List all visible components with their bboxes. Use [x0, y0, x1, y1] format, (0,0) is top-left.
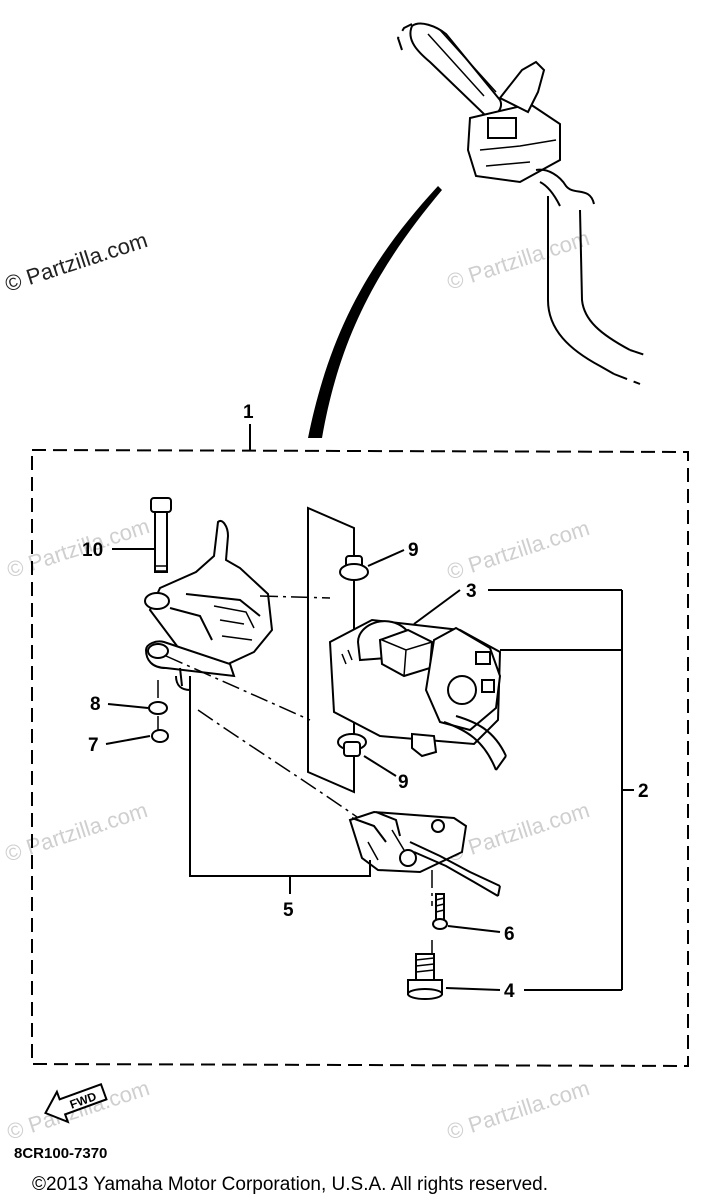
- watermark: © Partzilla.com: [4, 513, 153, 583]
- assembly-boundary: [31, 448, 689, 1068]
- handlebar-illustration: [396, 22, 649, 385]
- callout-7: 7: [88, 735, 99, 756]
- callout-leader-9a: [367, 549, 405, 567]
- callout-9-bottom: 9: [398, 772, 409, 793]
- callout-bracket-2: [500, 590, 623, 990]
- watermark: © Partzilla.com: [444, 797, 593, 867]
- assembly-line: [197, 709, 371, 827]
- spring-washer: [151, 729, 169, 743]
- washer: [148, 701, 168, 715]
- callout-5: 5: [283, 900, 294, 921]
- callout-leader-8: [107, 703, 149, 709]
- callout-10: 10: [82, 540, 103, 561]
- pivot-bolt: [150, 497, 172, 573]
- callout-bracket-5: [189, 676, 371, 877]
- cable-bracket: [348, 810, 501, 897]
- watermark: © Partzilla.com: [444, 225, 593, 295]
- callout-1: 1: [243, 402, 254, 423]
- watermark-topleft: © Partzilla.com: [2, 227, 151, 297]
- grommet-bottom: [337, 733, 367, 757]
- callout-2: 2: [638, 781, 649, 802]
- callout-leader-7: [105, 735, 151, 745]
- callout-6: 6: [504, 924, 515, 945]
- throttle-cable: [308, 186, 442, 438]
- grommet-top: [339, 555, 369, 581]
- assembly-line: [259, 595, 331, 599]
- switch-body: [328, 618, 507, 771]
- small-screw: [432, 893, 448, 930]
- callout-leader-9b: [363, 755, 397, 777]
- throttle-lever: [144, 520, 274, 691]
- copyright-notice: ©2013 Yamaha Motor Corporation, U.S.A. A…: [32, 1174, 548, 1195]
- callout-leader-6: [447, 925, 501, 933]
- assembly-line: [165, 655, 311, 721]
- diagram-code: 8CR100-7370: [14, 1145, 107, 1162]
- mounting-bolt: [407, 953, 443, 1000]
- watermark: © Partzilla.com: [444, 515, 593, 585]
- callout-leader-3: [413, 589, 461, 625]
- forward-direction-arrow: FWD: [44, 1083, 108, 1124]
- watermark: © Partzilla.com: [2, 797, 151, 867]
- callout-leader-4: [445, 987, 501, 991]
- mounting-plate: [307, 506, 355, 794]
- callout-8: 8: [90, 694, 101, 715]
- watermark: © Partzilla.com: [444, 1075, 593, 1145]
- callout-9-top: 9: [408, 540, 419, 561]
- callout-3: 3: [466, 581, 477, 602]
- callout-4: 4: [504, 981, 515, 1002]
